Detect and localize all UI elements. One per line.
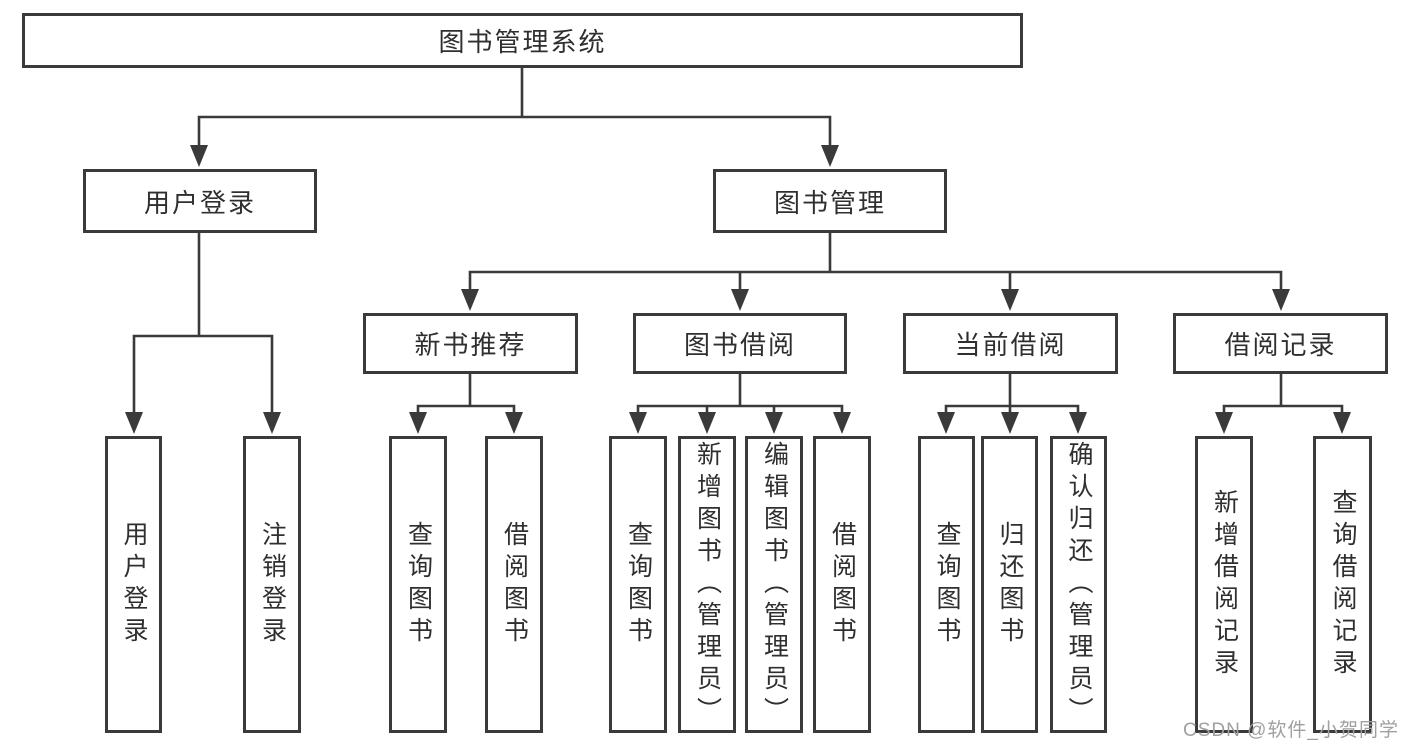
node-book-management-label: 图书管理 bbox=[773, 187, 886, 218]
leaf-label: 查询借阅记录 bbox=[1329, 488, 1357, 681]
book-borrow-split-line bbox=[636, 372, 844, 416]
current-borrow-split-line bbox=[944, 372, 1080, 416]
root-split-line bbox=[197, 66, 832, 149]
leaf-current-query-books: 查询图书 bbox=[918, 436, 975, 733]
node-new-book-recommend: 新书推荐 bbox=[363, 313, 578, 374]
leaf-newbooks-borrow-books: 借阅图书 bbox=[485, 436, 543, 733]
leaf-records-add-record: 新增借阅记录 bbox=[1195, 436, 1253, 733]
leaf-label: 新增借阅记录 bbox=[1210, 488, 1239, 681]
leaf-borrowing-borrow-books: 借阅图书 bbox=[813, 436, 871, 733]
leaf-label: 归还图书 bbox=[996, 520, 1024, 649]
leaf-label: 用户登录 bbox=[120, 520, 148, 649]
leaf-label: 编辑图书（管理员） bbox=[760, 440, 789, 729]
node-current-borrowing: 当前借阅 bbox=[903, 313, 1118, 374]
leaf-user-login: 用户登录 bbox=[105, 436, 162, 733]
leaf-label: 注销登录 bbox=[258, 520, 287, 649]
leaf-logout: 注销登录 bbox=[243, 436, 301, 733]
node-root-label: 图书管理系统 bbox=[438, 27, 607, 57]
new-books-split-line bbox=[416, 372, 516, 416]
leaf-label: 确认归还（管理员） bbox=[1065, 440, 1093, 729]
leaf-label: 新增图书（管理员） bbox=[693, 440, 722, 729]
node-user-login-label: 用户登录 bbox=[143, 187, 256, 218]
node-current-borrowing-label: 当前借阅 bbox=[954, 330, 1067, 360]
book-mgmt-split-line bbox=[468, 231, 1283, 293]
leaf-current-return-books: 归还图书 bbox=[981, 436, 1038, 733]
borrow-records-split-line bbox=[1222, 372, 1344, 416]
leaf-records-query-record: 查询借阅记录 bbox=[1313, 436, 1372, 733]
connector-lines bbox=[132, 66, 1344, 416]
leaf-label: 查询图书 bbox=[404, 520, 433, 649]
arrowhead-icons bbox=[125, 145, 1351, 434]
leaf-label: 查询图书 bbox=[624, 520, 653, 649]
node-root: 图书管理系统 bbox=[22, 13, 1023, 68]
leaf-label: 借阅图书 bbox=[500, 520, 529, 649]
leaf-newbooks-query-books: 查询图书 bbox=[389, 436, 447, 733]
node-book-borrowing: 图书借阅 bbox=[633, 313, 847, 374]
csdn-watermark: CSDN @软件_小贺同学 bbox=[1183, 720, 1399, 741]
node-book-borrowing-label: 图书借阅 bbox=[683, 330, 796, 360]
node-new-book-recommend-label: 新书推荐 bbox=[414, 330, 527, 360]
leaf-current-confirm-return-admin: 确认归还（管理员） bbox=[1050, 436, 1107, 733]
leaf-label: 借阅图书 bbox=[828, 520, 857, 649]
node-borrowing-records: 借阅记录 bbox=[1173, 313, 1388, 374]
leaf-borrowing-add-books-admin: 新增图书（管理员） bbox=[678, 436, 736, 733]
user-login-split-line bbox=[132, 231, 274, 416]
leaf-borrowing-query-books: 查询图书 bbox=[609, 436, 667, 733]
leaf-borrowing-edit-books-admin: 编辑图书（管理员） bbox=[745, 436, 803, 733]
node-user-login: 用户登录 bbox=[83, 169, 317, 233]
node-book-management: 图书管理 bbox=[713, 169, 947, 233]
leaf-label: 查询图书 bbox=[933, 520, 961, 649]
node-borrowing-records-label: 借阅记录 bbox=[1224, 330, 1337, 360]
